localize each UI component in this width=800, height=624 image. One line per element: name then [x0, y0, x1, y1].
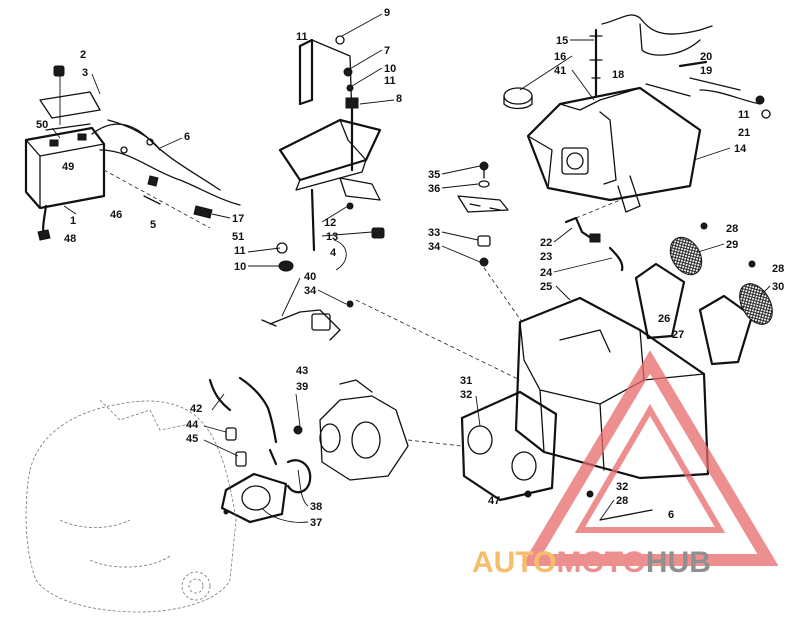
callout-49: 49 [62, 161, 74, 173]
callout-2: 2 [80, 49, 86, 61]
callout-13: 13 [326, 231, 338, 243]
callout-43: 43 [296, 365, 308, 377]
callout-6: 6 [184, 131, 190, 143]
callout-19: 19 [700, 65, 712, 77]
callout-45: 45 [186, 433, 198, 445]
callout-20: 20 [700, 51, 712, 63]
automotohub-watermark: AUTOMOTOHUB [472, 350, 779, 579]
callout-11-d: 11 [738, 109, 750, 121]
callout-24: 24 [540, 267, 553, 279]
callout-40: 40 [304, 271, 316, 283]
callout-21: 21 [738, 127, 750, 139]
callout-28-b: 28 [772, 263, 784, 275]
callout-44: 44 [186, 419, 199, 431]
callout-28-c: 28 [616, 495, 628, 507]
callout-38: 38 [310, 501, 322, 513]
air-silencer-assembly [355, 222, 773, 521]
callout-11-c: 11 [384, 75, 396, 87]
callout-48: 48 [64, 233, 76, 245]
callout-30: 30 [772, 281, 784, 293]
callout-1: 1 [70, 215, 76, 227]
callout-28-a: 28 [726, 223, 738, 235]
callout-32-a: 32 [460, 389, 472, 401]
callout-47: 47 [488, 495, 500, 507]
callout-23: 23 [540, 251, 552, 263]
callout-22: 22 [540, 237, 552, 249]
callout-16: 16 [554, 51, 566, 63]
callout-51: 51 [232, 231, 244, 243]
callout-14: 14 [734, 143, 747, 155]
callout-17: 17 [232, 213, 244, 225]
callout-15: 15 [556, 35, 568, 47]
callout-9: 9 [384, 7, 390, 19]
callout-labels: 2 3 50 49 1 48 6 46 5 17 51 11 10 9 11 7… [36, 7, 784, 529]
battery-assembly [24, 65, 241, 241]
callout-42: 42 [190, 403, 202, 415]
callout-29: 29 [726, 239, 738, 251]
watermark-moto: MOTO [556, 546, 645, 579]
callout-31: 31 [460, 375, 472, 387]
callout-33: 33 [428, 227, 440, 239]
watermark-auto: AUTO [472, 546, 556, 579]
mounting-bracket-assembly [276, 35, 385, 272]
callout-7: 7 [384, 45, 390, 57]
callout-32-b: 32 [616, 481, 628, 493]
callout-27: 27 [672, 329, 684, 341]
callout-12: 12 [324, 217, 336, 229]
engine-outline [25, 399, 237, 613]
callout-39: 39 [296, 381, 308, 393]
callout-4: 4 [330, 247, 337, 259]
callout-46: 46 [110, 209, 122, 221]
callout-5: 5 [150, 219, 156, 231]
callout-10-b: 10 [384, 63, 396, 75]
watermark-hub: HUB [646, 546, 711, 579]
callout-36: 36 [428, 183, 440, 195]
callout-26: 26 [658, 313, 670, 325]
callout-41: 41 [554, 65, 566, 77]
callout-3: 3 [82, 67, 88, 79]
callout-8: 8 [396, 93, 402, 105]
callout-6-b: 6 [668, 509, 674, 521]
callout-50: 50 [36, 119, 48, 131]
callout-37: 37 [310, 517, 322, 529]
callout-35: 35 [428, 169, 440, 181]
leader-lines [51, 13, 771, 523]
oil-tank-assembly [503, 14, 771, 213]
callout-11-a: 11 [234, 245, 246, 257]
callout-34-b: 34 [304, 285, 317, 297]
callout-18: 18 [612, 69, 624, 81]
callout-10-a: 10 [234, 261, 246, 273]
callout-25: 25 [540, 281, 552, 293]
svg-text:AUTOMOTOHUB: AUTOMOTOHUB [472, 546, 711, 579]
callout-11-b: 11 [296, 31, 308, 43]
watermark-triangle [521, 350, 779, 566]
carburetor-assembly [208, 300, 409, 524]
callout-34-a: 34 [428, 241, 441, 253]
